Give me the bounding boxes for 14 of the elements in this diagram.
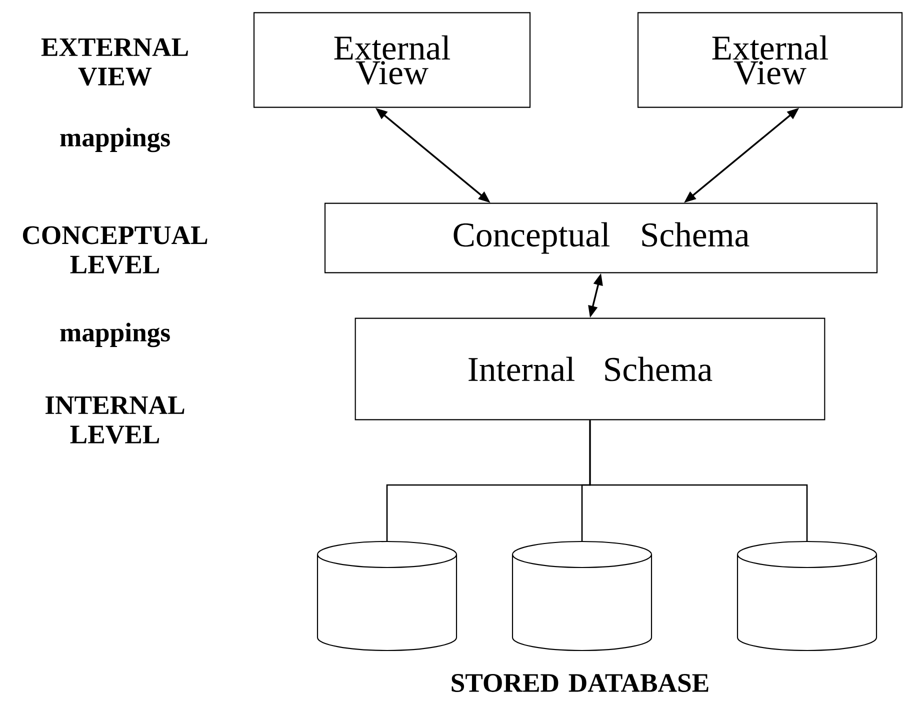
level-label: INTERNAL LEVEL	[46, 396, 184, 444]
schema-box: Internal Schema	[354, 318, 826, 420]
level-label: STORED DATABASE	[452, 674, 708, 692]
level-label: mappings	[60, 128, 170, 152]
database-cylinder	[512, 540, 652, 652]
level-label: mappings	[60, 322, 170, 348]
connector-line	[589, 420, 808, 542]
level-label: CONCEPTUAL LEVEL	[22, 226, 208, 274]
schema-box: External View	[637, 12, 903, 108]
database-cylinder	[736, 540, 878, 652]
schema-box: Conceptual Schema	[324, 202, 878, 274]
database-cylinder	[316, 540, 458, 652]
level-label: EXTERNAL VIEW	[41, 38, 188, 86]
schema-box: External View	[253, 12, 531, 108]
